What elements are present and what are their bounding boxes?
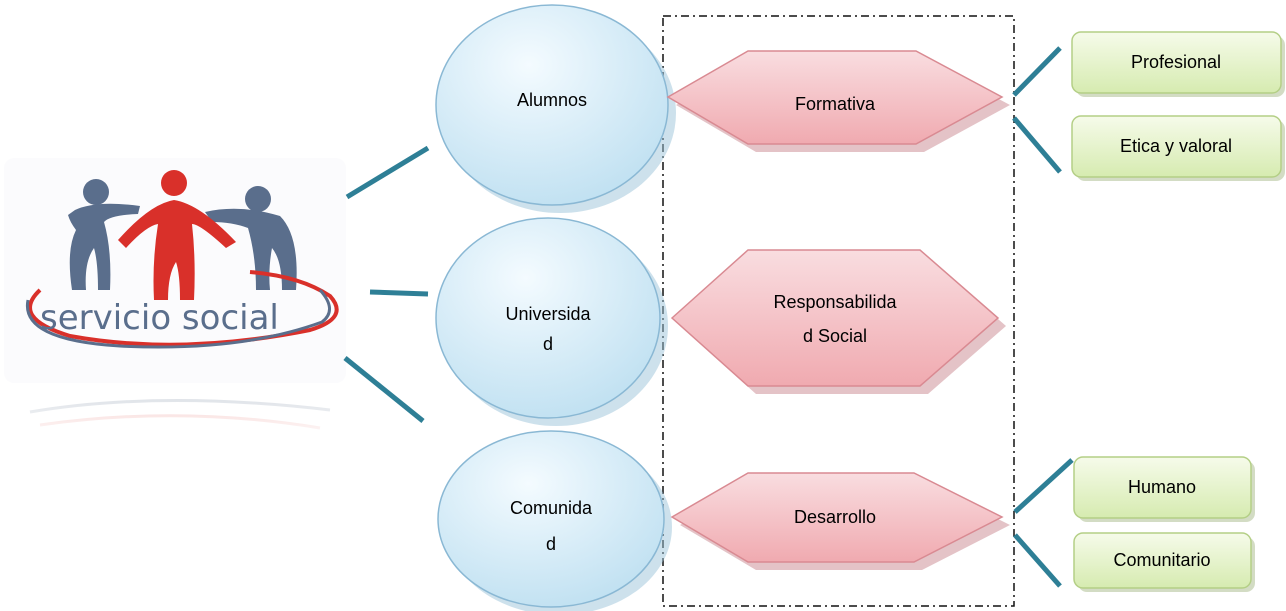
box-shape bbox=[1073, 456, 1252, 519]
hexagon-shape bbox=[666, 50, 1004, 145]
box-shape bbox=[1071, 31, 1282, 94]
aspect-responsabilidad-social: Responsabilida d Social bbox=[670, 249, 1006, 394]
ellipse-shape bbox=[435, 217, 661, 419]
outcome-label: Etica y valoral bbox=[1120, 136, 1232, 156]
group-label-line-1: Comunida bbox=[510, 498, 593, 518]
logo-text: servicio social bbox=[40, 298, 279, 338]
group-alumnos: Alumnos bbox=[435, 4, 676, 213]
aspect-label-line-1: Responsabilida bbox=[773, 292, 897, 312]
connector-desarrollo-humano bbox=[1013, 458, 1074, 514]
box-shape bbox=[1073, 532, 1252, 589]
aspect-label-line-2: d Social bbox=[803, 326, 867, 346]
people-figures-icon bbox=[68, 170, 297, 300]
aspect-label: Formativa bbox=[795, 94, 876, 114]
group-label-line-2: d bbox=[543, 334, 553, 354]
aspect-label: Desarrollo bbox=[794, 507, 876, 527]
connector-formativa-etica bbox=[1012, 116, 1062, 174]
ellipse-shape bbox=[435, 4, 669, 206]
outcome-label: Humano bbox=[1128, 477, 1196, 497]
ellipse-shape bbox=[437, 430, 665, 608]
outcome-label: Comunitario bbox=[1113, 550, 1210, 570]
group-comunidad: Comunida d bbox=[437, 430, 672, 611]
group-label-line-2: d bbox=[546, 534, 556, 554]
box-shape bbox=[1071, 115, 1282, 178]
connector-formativa-profesional bbox=[1012, 46, 1062, 97]
connector-logo-alumnos bbox=[345, 145, 430, 200]
outcome-comunitario: Comunitario bbox=[1073, 532, 1255, 592]
connector-logo-universidad bbox=[369, 289, 429, 297]
group-label-line-1: Universida bbox=[505, 304, 591, 324]
servicio-social-logo: servicio social ​ bbox=[4, 158, 346, 443]
aspect-desarrollo: Desarrollo bbox=[670, 472, 1010, 570]
logo-swoosh-blue bbox=[25, 288, 331, 349]
connector-desarrollo-comunitario bbox=[1013, 533, 1062, 588]
hexagon-shape bbox=[670, 249, 1000, 387]
outcome-humano: Humano bbox=[1073, 456, 1255, 522]
outcome-etica-y-valoral: Etica y valoral bbox=[1071, 115, 1285, 181]
group-universidad: Universida d bbox=[435, 217, 668, 426]
group-label: Alumnos bbox=[517, 90, 587, 110]
hexagon-shape bbox=[670, 472, 1004, 563]
logo-connectors bbox=[343, 145, 430, 423]
reflection-fade bbox=[4, 383, 346, 443]
aspect-formativa: Formativa bbox=[666, 50, 1010, 152]
connector-logo-comunidad bbox=[343, 356, 425, 423]
outcome-label: Profesional bbox=[1131, 52, 1221, 72]
outcome-profesional: Profesional bbox=[1071, 31, 1285, 97]
outcome-connectors bbox=[1012, 46, 1074, 588]
